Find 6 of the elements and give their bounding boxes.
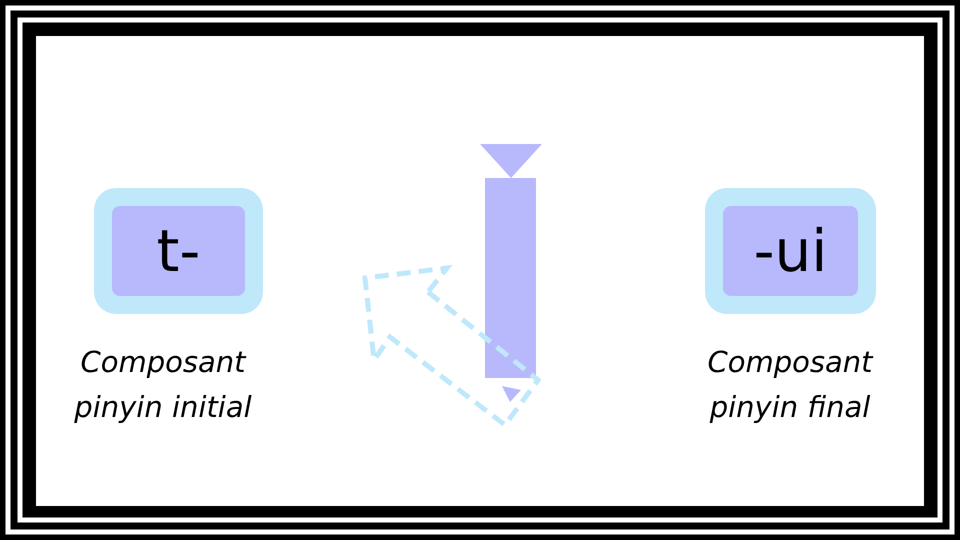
pinyin-component: -ui: [754, 222, 828, 280]
term-box: [705, 188, 876, 314]
node-caption: Composant pinyin initial: [73, 344, 253, 426]
pinyin-component: t-: [156, 222, 200, 280]
node-caption: Composant pinyin final: [706, 344, 874, 426]
term-box: [94, 188, 263, 314]
